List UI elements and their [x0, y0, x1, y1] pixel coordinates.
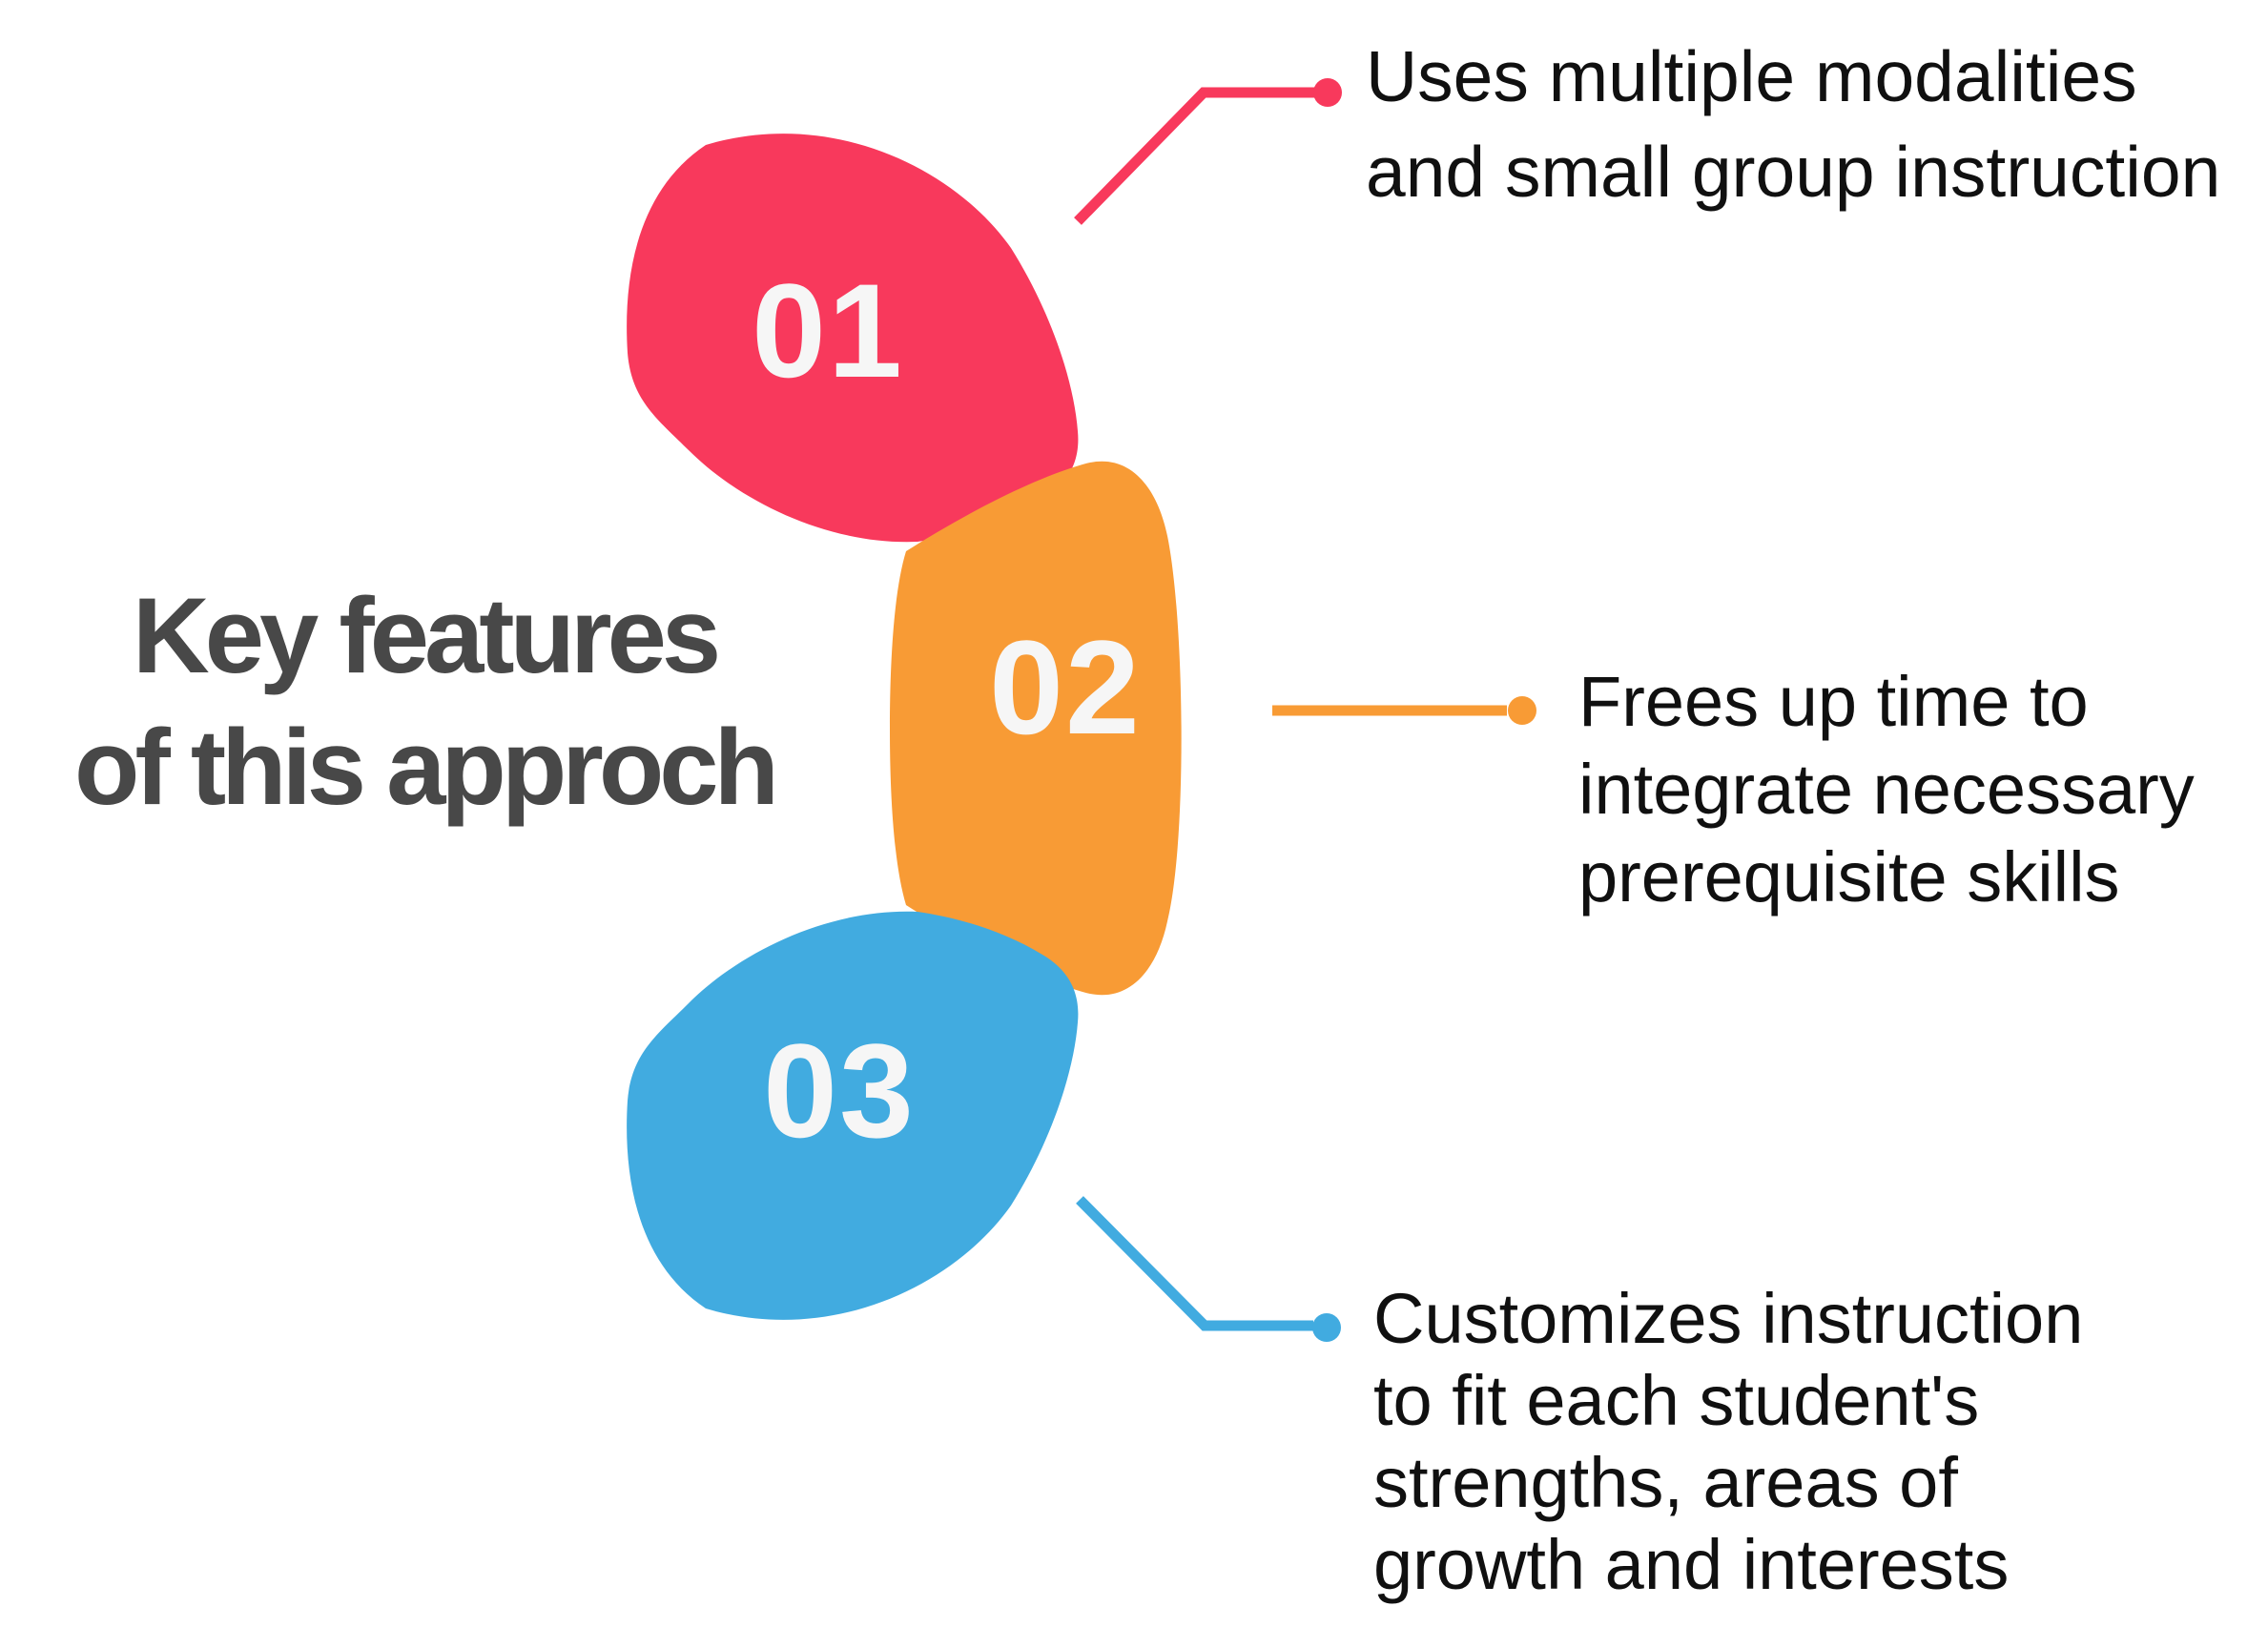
feature-03-label-line-1: Customizes instruction [1373, 1279, 2084, 1358]
segment-03-number: 03 [763, 1016, 916, 1165]
page-title-line-1: Key features [132, 576, 721, 695]
segment-03-blob [627, 911, 1079, 1320]
feature-03-label-line-4: growth and interests [1373, 1525, 2010, 1604]
page-title-line-2: of this approch [74, 708, 779, 827]
segment-01-blob [627, 134, 1079, 543]
feature-01-label-line-1: Uses multiple modalities [1366, 36, 2137, 116]
feature-01-label: Uses multiple modalities and small group… [1366, 29, 2220, 219]
feature-02-label-line-1: Frees up time to [1578, 662, 2089, 741]
connector-dot-03 [1312, 1313, 1341, 1342]
segment-02-number: 02 [989, 612, 1142, 762]
feature-03-label: Customizes instruction to fit each stude… [1373, 1278, 2083, 1606]
feature-03-label-line-3: strengths, areas of [1373, 1443, 1958, 1522]
connector-dot-01 [1313, 78, 1342, 107]
feature-02-label-line-3: prerequisite skills [1578, 837, 2120, 917]
connector-dot-02 [1508, 696, 1536, 725]
segment-02-blob [890, 461, 1182, 996]
segment-01-number: 01 [752, 256, 904, 405]
page-title: Key features of this approch [29, 570, 820, 834]
feature-02-label: Frees up time to integrate necessary pre… [1578, 658, 2195, 921]
feature-03-label-line-2: to fit each student's [1373, 1361, 1980, 1440]
feature-02-label-line-2: integrate necessary [1578, 750, 2195, 829]
connector-line-01 [1074, 87, 1316, 225]
feature-01-label-line-2: and small group instruction [1366, 132, 2221, 212]
connector-line-03 [1076, 1196, 1313, 1331]
